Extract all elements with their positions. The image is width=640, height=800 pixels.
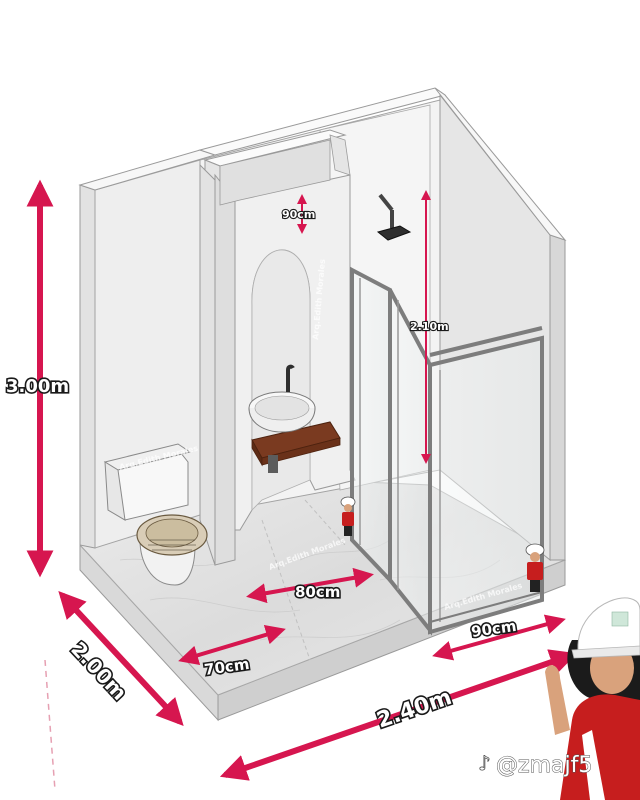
mini-worker-2 — [525, 543, 545, 592]
shower-head — [376, 193, 412, 241]
dim-shower-arrow — [432, 614, 566, 661]
dim-sink-label: 80cm — [295, 583, 340, 601]
sink-vanity — [248, 364, 341, 473]
dim-depth-label: 2.00m — [66, 637, 131, 705]
mini-worker-1 — [340, 496, 356, 536]
dim-width-arrow — [219, 649, 578, 781]
arch-inner — [251, 249, 311, 511]
tiktok-icon: ♪ — [478, 751, 491, 775]
social-handle: ♪ @zmajf5 — [478, 751, 593, 779]
divider-wall — [329, 134, 351, 176]
guide-line — [44, 659, 56, 791]
toilet: Arq.Edith Morales — [103, 443, 208, 586]
social-handle-text: @zmajf5 — [496, 753, 592, 778]
presenter-worker — [545, 597, 640, 800]
right-wall-top — [434, 87, 567, 242]
dim-shower-height-label: 2.10m — [410, 320, 449, 333]
partition-front — [214, 173, 236, 566]
dim-width-label: 2.40m — [374, 685, 455, 734]
shower-enclosure: Arq.Edith Morales — [350, 266, 544, 636]
dim-arch-label: 90cm — [282, 208, 315, 221]
dim-sink-arrow — [246, 567, 374, 604]
floor-divider-2 — [304, 499, 346, 546]
left-wall-edge — [79, 184, 96, 549]
right-wall-edge — [549, 234, 566, 561]
dim-depth-arrow — [58, 591, 184, 726]
dim-height-label: 3.00m — [6, 376, 69, 397]
upper-niche — [219, 139, 331, 206]
dim-toilet-arrow — [178, 625, 286, 665]
